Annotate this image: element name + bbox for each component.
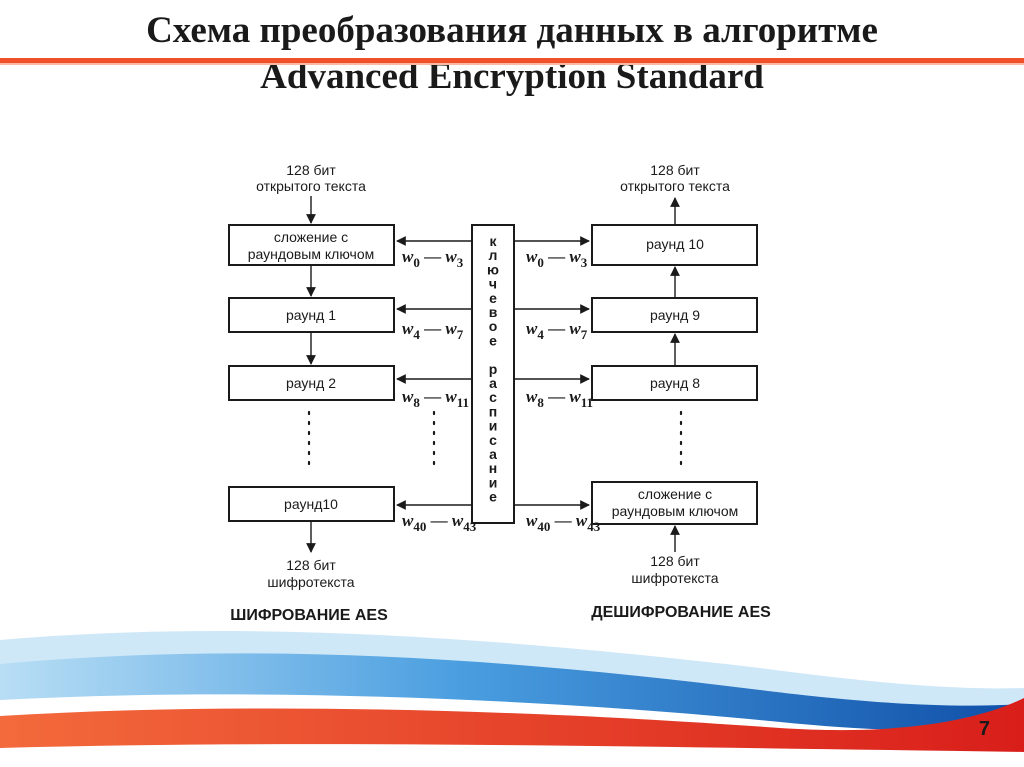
- key-words-label-enc: w0 — w3: [402, 247, 464, 270]
- title-underline-shadow: [0, 63, 1024, 65]
- enc-output-label-1: 128 бит: [286, 557, 336, 573]
- dec-addkey-box: [591, 481, 758, 525]
- key-schedule-letter: в: [489, 304, 498, 320]
- key-schedule-letter: е: [489, 290, 497, 306]
- key-words-label-dec: w40 — w43: [526, 511, 601, 534]
- key-schedule-letter: а: [489, 375, 497, 391]
- key-schedule-letter: и: [489, 418, 498, 434]
- title-line-1: Схема преобразования данных в алгоритме: [146, 10, 878, 51]
- key-schedule-letter: к: [489, 233, 497, 249]
- enc-input-label-2: открытого текста: [256, 178, 366, 194]
- dec-round9-label: раунд 9: [650, 307, 700, 323]
- bottom-wave-decoration: [0, 631, 1024, 767]
- key-schedule-letter: с: [489, 389, 497, 405]
- dec-caption: ДЕШИФРОВАНИЕ AES: [591, 604, 771, 621]
- key-schedule-letter: ю: [487, 261, 499, 277]
- enc-round2-label: раунд 2: [286, 375, 336, 391]
- enc-addkey-label-1: сложение с: [274, 229, 348, 245]
- enc-output-label-2: шифротекста: [267, 574, 354, 590]
- dec-input-label-2: шифротекста: [631, 570, 718, 586]
- key-words-label-dec: w0 — w3: [526, 247, 588, 270]
- key-schedule-letter: ч: [489, 276, 497, 292]
- key-schedule-letter: н: [489, 460, 497, 476]
- dec-addkey-label-1: сложение с: [638, 486, 712, 502]
- enc-input-label-1: 128 бит: [286, 162, 336, 178]
- key-schedule-letter: р: [489, 361, 498, 377]
- key-schedule-letter: а: [489, 446, 497, 462]
- title-underline: [0, 58, 1024, 63]
- key-schedule-letter: и: [489, 474, 498, 490]
- dec-output-label-1: 128 бит: [650, 162, 700, 178]
- key-schedule-letter: п: [489, 403, 497, 419]
- key-schedule-letter: с: [489, 432, 497, 448]
- dec-round8-label: раунд 8: [650, 375, 700, 391]
- enc-round2-box: [228, 365, 395, 401]
- page-number: 7: [978, 718, 990, 740]
- wave-bottom-white: [0, 744, 1024, 767]
- dec-output-label-2: открытого текста: [620, 178, 730, 194]
- dec-addkey-label-2: раундовым ключом: [612, 503, 738, 519]
- key-words-label-enc: w4 — w7: [402, 319, 464, 342]
- enc-caption: ШИФРОВАНИЕ AES: [230, 607, 388, 624]
- key-words-label-enc: w8 — w11: [402, 387, 469, 410]
- key-schedule-letter: л: [489, 247, 498, 263]
- key-schedule-letter: е: [489, 489, 497, 505]
- key-words-label-enc: w40 — w43: [402, 511, 477, 534]
- key-words-label-dec: w8 — w11: [526, 387, 593, 410]
- dec-input-label-1: 128 бит: [650, 553, 700, 569]
- key-schedule-letter: е: [489, 332, 497, 348]
- enc-round1-label: раунд 1: [286, 307, 336, 323]
- key-words-label-dec: w4 — w7: [526, 319, 588, 342]
- key-schedule-letter: о: [489, 318, 498, 334]
- enc-round10-label: раунд10: [284, 496, 338, 512]
- enc-addkey-label-2: раундовым ключом: [248, 246, 374, 262]
- dec-round10-label: раунд 10: [646, 236, 704, 252]
- key-schedule-box: [471, 224, 515, 524]
